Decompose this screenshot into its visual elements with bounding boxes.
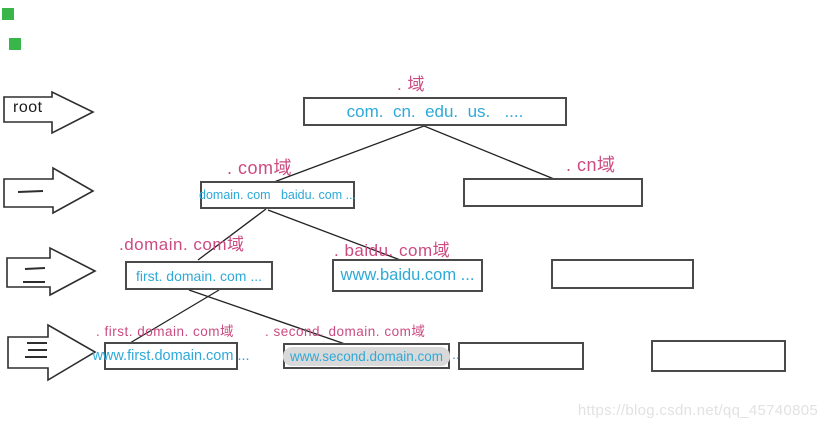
root-arrow-label: root (13, 99, 43, 116)
node-box-first-domain: www.first.domain.com ... (92, 342, 250, 370)
server-list-baidu-com: www.baidu.com ... (340, 266, 475, 284)
node-box-level3-empty (551, 259, 694, 289)
right-arrow-icon (6, 246, 97, 297)
zone-label-root: . 域 (397, 75, 425, 94)
green-marker-icon (2, 8, 14, 20)
right-arrow-icon (3, 90, 95, 135)
connector-root-to-cn (423, 125, 555, 180)
level-arrow-one (2, 165, 98, 215)
zone-label-first-domain: . first. domain. com域 (96, 324, 235, 339)
node-box-domain-com: first. domain. com ... (125, 261, 273, 290)
server-list-root: com. cn. edu. us. .... (346, 101, 524, 121)
connector-com-to-baidu (267, 209, 404, 262)
zone-label-second-domain: . second. domain. com域 (265, 324, 426, 339)
zone-label-baidu-com: . baidu. com域 (334, 241, 451, 260)
zone-label-cn: . cn域 (566, 155, 616, 175)
level-arrow-root: root (2, 90, 98, 136)
level-arrow-three (2, 323, 102, 383)
zone-label-domain-com: .domain. com域 (119, 235, 245, 254)
connector-domain-to-second (188, 289, 346, 345)
connector-root-to-com (273, 125, 425, 183)
level-arrow-two (2, 246, 102, 298)
connector-com-to-domain (197, 208, 267, 261)
server-list-com: domain. com baidu. com ... (199, 188, 357, 202)
server-list-domain-com: first. domain. com ... (135, 267, 263, 284)
level-two-mark (24, 267, 46, 270)
right-arrow-icon (3, 166, 95, 215)
node-box-level4-empty-1 (458, 342, 584, 370)
connector-domain-to-first (129, 289, 220, 344)
zone-label-com: . com域 (227, 158, 293, 178)
node-box-second-domain: www.second.domain.com (282, 343, 451, 369)
level-one-mark (17, 190, 44, 193)
right-arrow-icon (7, 323, 97, 382)
node-box-level4-empty-2 (651, 340, 786, 372)
green-marker-icon (9, 38, 21, 50)
node-box-root: com. cn. edu. us. .... (303, 97, 567, 126)
server-list-second-domain: www.second.domain.com (282, 346, 451, 366)
watermark-url: https://blog.csdn.net/qq_45740805 (577, 402, 818, 419)
ellipsis-text: ... (452, 346, 464, 362)
node-box-baidu-com: www.baidu.com ... (332, 259, 483, 292)
node-box-com: domain. com baidu. com ... (199, 181, 357, 209)
server-list-first-domain: www.first.domain.com ... (92, 348, 250, 364)
node-box-cn-empty (463, 178, 643, 207)
